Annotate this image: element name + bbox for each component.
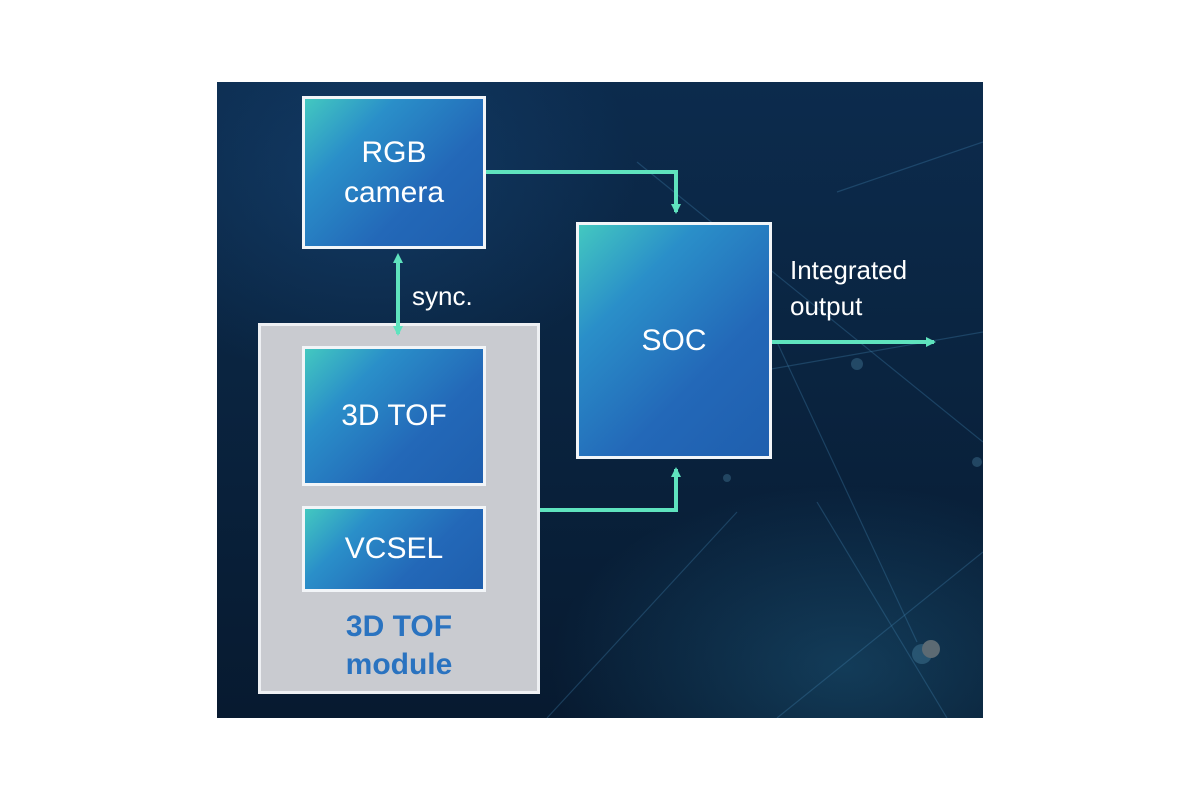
- tof-node: 3D TOF: [302, 346, 486, 486]
- rgb-to-soc-arrow: [486, 170, 681, 214]
- tof-label: 3D TOF: [341, 399, 447, 432]
- glow-node-decoration: [922, 640, 940, 658]
- soc-label: SOC: [641, 323, 707, 357]
- rgb-camera-label: RGB camera: [343, 135, 445, 209]
- vcsel-label: VCSEL: [344, 532, 444, 565]
- soc-node: SOC: [576, 222, 772, 459]
- tof-module-label: 3D TOF module: [345, 610, 453, 681]
- tof-to-soc-arrow: [540, 467, 681, 512]
- rgb-camera-node: RGB camera: [302, 96, 486, 249]
- sync-label: sync.: [412, 281, 473, 311]
- output-label: Integrated output: [790, 255, 908, 321]
- vcsel-node: VCSEL: [302, 506, 486, 592]
